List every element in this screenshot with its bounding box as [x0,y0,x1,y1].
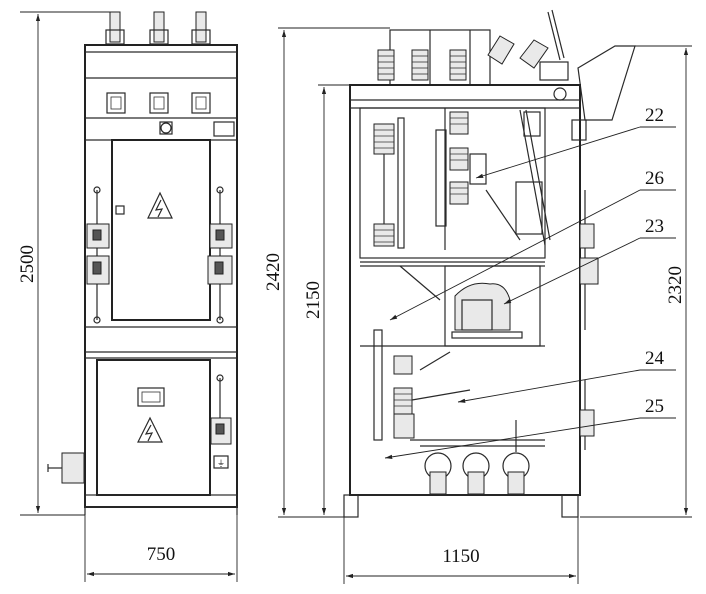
side-right-hardware [571,119,599,450]
front-cable-gland [47,452,85,484]
front-lower-right-hardware: ⏚ [210,374,232,469]
side-breaker-insulators [435,111,521,241]
side-frame-height-dimension: 2150 [303,84,350,515]
callouts: 22 26 23 24 25 [384,105,676,460]
side-middle-vt [399,265,541,347]
callout-23: 23 [645,216,664,237]
side-upper-left-insulators [373,117,405,249]
front-upper-warning-sign [147,191,173,219]
front-width-dimension: 750 [84,515,238,582]
side-right-height-dimension: 2320 [580,45,692,518]
svg-text:⏚: ⏚ [217,459,225,468]
side-rear-hood [577,45,636,121]
front-height-label: 2500 [17,245,38,283]
front-upper-right-hardware [207,186,233,324]
front-instrument-windows [106,92,211,114]
side-total-height-dimension: 2420 [263,27,390,518]
front-lower-door [96,359,211,496]
side-top-bus-chamber [377,9,569,86]
front-width-label: 750 [147,544,176,565]
side-depth-label: 1150 [442,546,479,567]
side-frame-height-label: 2150 [303,281,324,319]
side-top-insulators [377,49,467,81]
callout-24: 24 [645,348,665,369]
side-cable-terminations [410,420,545,495]
side-top-disconnector [487,9,569,81]
side-upper-right-mechanism [515,109,551,246]
front-height-dimension: 2500 [17,11,110,516]
side-view [343,9,636,518]
front-top-terminals [105,11,211,45]
front-lower-window [137,387,165,407]
callout-22: 22 [645,105,664,126]
side-total-height-label: 2420 [263,253,284,291]
side-depth-dimension: 1150 [343,517,579,584]
front-view: ⏚ [47,11,238,515]
front-upper-door [111,139,211,321]
side-lower-compartment [360,329,545,495]
side-upper-compartment [359,107,546,259]
front-upper-left-hardware [86,186,125,324]
front-lower-warning-sign [137,416,163,443]
side-right-height-label: 2320 [665,266,686,304]
callout-26: 26 [645,168,664,189]
callout-25: 25 [645,396,664,417]
